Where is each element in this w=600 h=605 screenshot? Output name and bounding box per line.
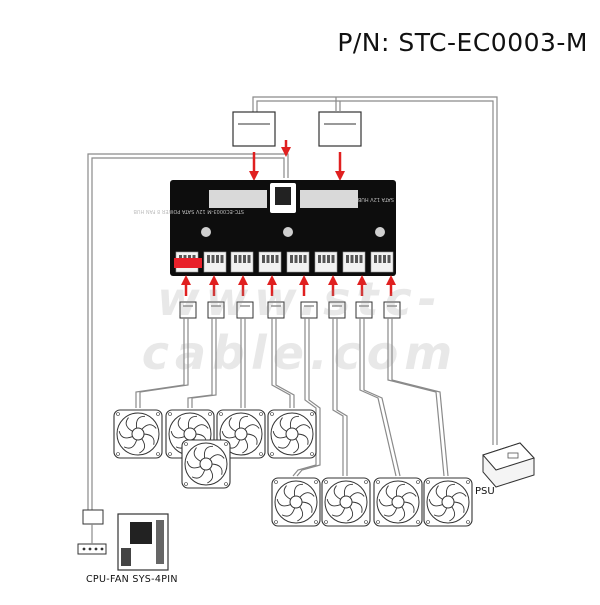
board-text-left: STC-EC0003-M 12V SATA POWER 8 FAN HUB — [133, 208, 244, 214]
fan-1 — [113, 409, 163, 459]
fan-plug-5 — [300, 301, 318, 319]
fan-plug-4 — [267, 301, 285, 319]
fan-plug-8 — [383, 301, 401, 319]
fan-plug-6 — [328, 301, 346, 319]
hub-port-2 — [203, 251, 227, 273]
hub-port-8 — [370, 251, 394, 273]
fan-8 — [373, 477, 423, 527]
hub-port-7 — [342, 251, 366, 273]
hub-port-3 — [230, 251, 254, 273]
fan-cables — [135, 318, 449, 477]
sata-connector-right — [318, 97, 362, 147]
fan-5 — [181, 439, 231, 489]
hub-port-5 — [286, 251, 310, 273]
power-supply — [482, 442, 535, 488]
fan-9 — [423, 477, 473, 527]
psu-label: PSU — [475, 486, 495, 497]
fan-plug-7 — [355, 301, 373, 319]
arrows-into-hub — [249, 140, 345, 181]
hub-port-4 — [258, 251, 282, 273]
hub-port-6 — [314, 251, 338, 273]
fan-plug-3 — [236, 301, 254, 319]
fan-6 — [271, 477, 321, 527]
fan-hub-board: STC-EC0003-M 12V SATA POWER 8 FAN HUB SA… — [133, 180, 396, 276]
fans — [113, 409, 473, 527]
board-text-right: SATA 12V HUB — [357, 196, 394, 202]
fan-plug-1 — [179, 301, 197, 319]
fan-plug-2 — [207, 301, 225, 319]
motherboard — [77, 509, 169, 571]
cable-psu-to-hub — [252, 96, 498, 445]
cable-hub-to-motherboard — [87, 153, 289, 510]
fan-plugs — [179, 301, 401, 319]
part-number: P/N: STC-EC0003-M — [337, 28, 588, 57]
hub-fan-ports — [174, 251, 394, 273]
sata-connector-left — [232, 111, 276, 147]
motherboard-label: CPU-FAN SYS-4PIN — [86, 574, 178, 585]
fan-4 — [267, 409, 317, 459]
fan-7 — [321, 477, 371, 527]
arrows-to-fans — [181, 275, 396, 296]
